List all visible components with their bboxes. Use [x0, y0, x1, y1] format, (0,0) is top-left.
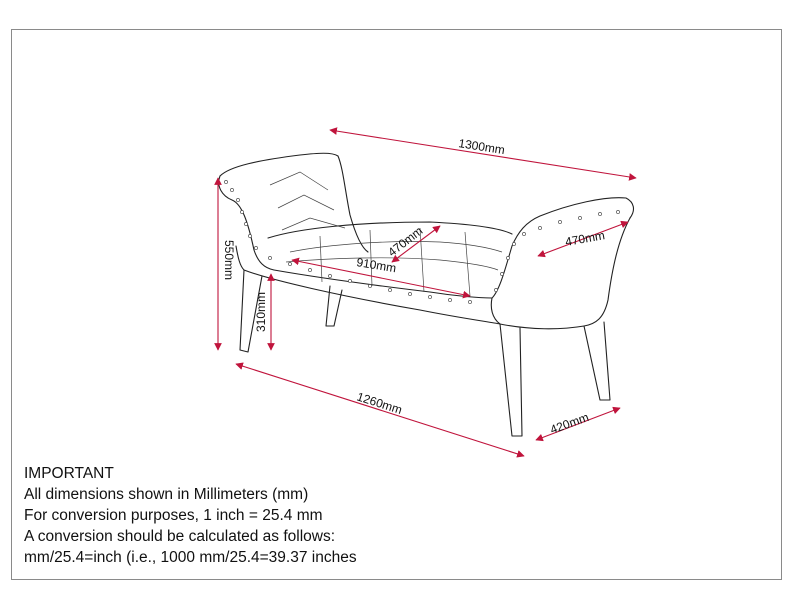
- label-leg-depth: 420mm: [548, 410, 590, 437]
- nailhead-trim: [224, 180, 620, 304]
- right-arm-outer: [490, 217, 631, 330]
- notes-line-units: All dimensions shown in Millimeters (mm): [24, 486, 309, 503]
- bench-outline: [218, 152, 635, 437]
- label-seat-length: 910mm: [356, 255, 398, 275]
- seat-top: [267, 221, 513, 239]
- label-overall-height: 550mm: [222, 240, 236, 280]
- dimension-seat-length: 910mm: [291, 255, 471, 299]
- leg-back-right: [583, 321, 611, 401]
- label-seat-height: 310mm: [254, 292, 268, 332]
- notes-heading: IMPORTANT: [24, 465, 114, 482]
- leg-back-left: [325, 285, 343, 327]
- dimension-overall-length: 1300mm: [329, 127, 637, 181]
- dimension-leg-span: 1260mm: [235, 362, 525, 458]
- notes-line-formula: mm/25.4=inch (i.e., 1000 mm/25.4=39.37 i…: [24, 549, 357, 566]
- notes-line-conversion: For conversion purposes, 1 inch = 25.4 m…: [24, 507, 323, 524]
- important-notes: IMPORTANT All dimensions shown in Millim…: [24, 463, 494, 568]
- leg-front-right: [499, 323, 523, 437]
- left-arm: [219, 152, 369, 253]
- dimension-leg-depth: 420mm: [535, 406, 621, 442]
- label-arm-depth: 470mm: [564, 228, 606, 249]
- dimension-overall-height: 550mm: [214, 177, 236, 351]
- drawing-frame: [11, 29, 782, 580]
- dimension-seat-depth: 470mm: [385, 224, 441, 263]
- leg-front-left: [239, 269, 263, 353]
- notes-line-calculation: A conversion should be calculated as fol…: [24, 528, 336, 545]
- label-leg-span: 1260mm: [355, 390, 404, 418]
- dimension-seat-height: 310mm: [254, 273, 275, 351]
- dimension-arm-depth: 470mm: [537, 220, 629, 258]
- right-arm: [491, 197, 635, 299]
